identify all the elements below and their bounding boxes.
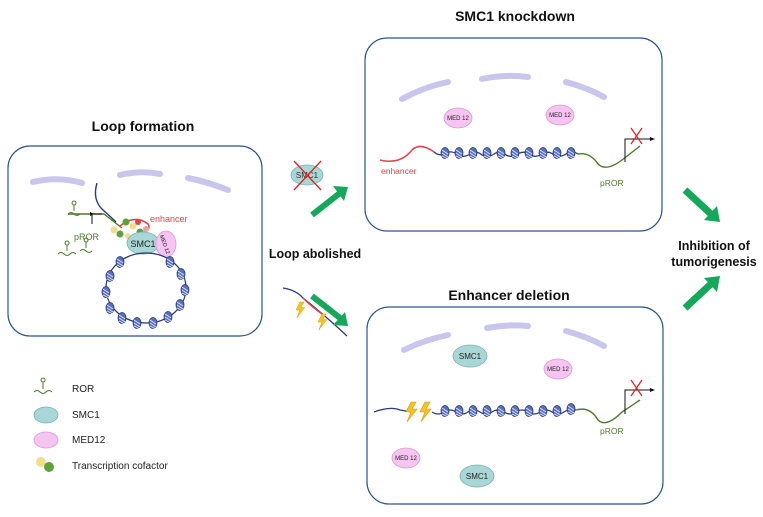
ror-transcripts [57,200,93,256]
nuclear-arc [484,322,531,331]
arrow-deletion-to-outcome [682,280,715,311]
knockdown-cell-border [364,37,663,232]
outcome-line1: Inhibition of [678,239,750,253]
deletion-cell-border [366,306,664,505]
tss-arrow-icon [624,138,652,162]
enhancer-deletion-indicator [282,287,348,337]
promoter-label: pROR [600,426,624,436]
loop-abolished-label: Loop abolished [269,247,361,261]
nuclear-arc [563,79,607,100]
tss-arrow-icon [624,389,652,414]
arrow-to-knockdown [310,190,342,218]
enhancer-label: enhancer [150,214,188,224]
enhancer-label: enhancer [381,166,417,176]
enhancer-deletion-title: Enhancer deletion [448,287,569,303]
legend-label-med12: MED12 [72,435,106,446]
legend-label-ror: ROR [72,384,94,395]
promoter-dna [68,213,123,229]
smc1-ellipse-icon [33,406,59,424]
promoter-dna [577,145,641,168]
loop-formation-panel: Loop formation SMC1 MED 12 [7,118,263,337]
med12-label: MED 12 [447,116,469,122]
smc1-protein [452,344,488,368]
smc1-knockdown-title: SMC1 knockdown [455,8,575,24]
cross-icon [293,160,322,191]
nuclear-arc [117,169,163,178]
nuclear-arc [401,332,451,353]
nuclear-arc [399,79,451,102]
med12-protein [545,104,575,126]
arrow-knockdown-to-outcome [682,187,715,218]
smc1-label: SMC1 [466,472,489,481]
cross-icon [630,379,643,397]
promoter-label: pROR [600,178,624,188]
legend: ROR SMC1 MED12 Transcription cofactor [33,377,168,472]
smc1-protein [459,464,495,488]
nuclear-arc [563,328,607,349]
smc1-knockdown-indicator: SMC1 [290,160,324,191]
med12-label: MED 12 [547,367,569,373]
outcome-line2: tumorigenesis [671,255,756,269]
loop-formation-title: Loop formation [92,118,195,134]
promoter-dna [575,399,641,424]
promoter-label: pROR [74,232,100,242]
med12-protein [391,447,421,469]
enhancer-strand [379,145,435,162]
dna-strand [282,287,348,337]
nucleosomes [440,147,576,159]
loop-nucleosomes [101,256,190,329]
tss-arrow-icon [91,213,102,224]
cofactor-icon [36,457,54,472]
nuclear-arc [185,175,231,193]
nuclear-arc [479,72,531,82]
dna-strand [94,182,117,223]
nuclear-arc [30,176,85,186]
smc1-knockdown-panel: SMC1 knockdown MED 12 MED 12 enhancer pR… [364,8,663,232]
med12-protein [543,358,573,380]
smc1-label: SMC1 [130,239,155,249]
legend-label-smc1: SMC1 [72,410,100,421]
arrow-to-deletion [310,293,342,321]
enhancer-deletion-panel: Enhancer deletion SMC1 MED 12 pROR MED 1… [366,287,664,505]
smc1-label: SMC1 [459,352,482,361]
med12-label: MED 12 [549,113,571,119]
dna-strand [373,407,413,413]
med12-label: MED 12 [395,456,417,462]
loop-formation-cell-border [7,145,263,337]
cross-icon [630,127,643,145]
ror-rna-icon [33,377,53,394]
nucleosomes [440,403,576,417]
med12-ellipse-icon [33,431,59,449]
med12-protein [443,107,473,129]
legend-label-cofactor: Transcription cofactor [72,461,168,472]
